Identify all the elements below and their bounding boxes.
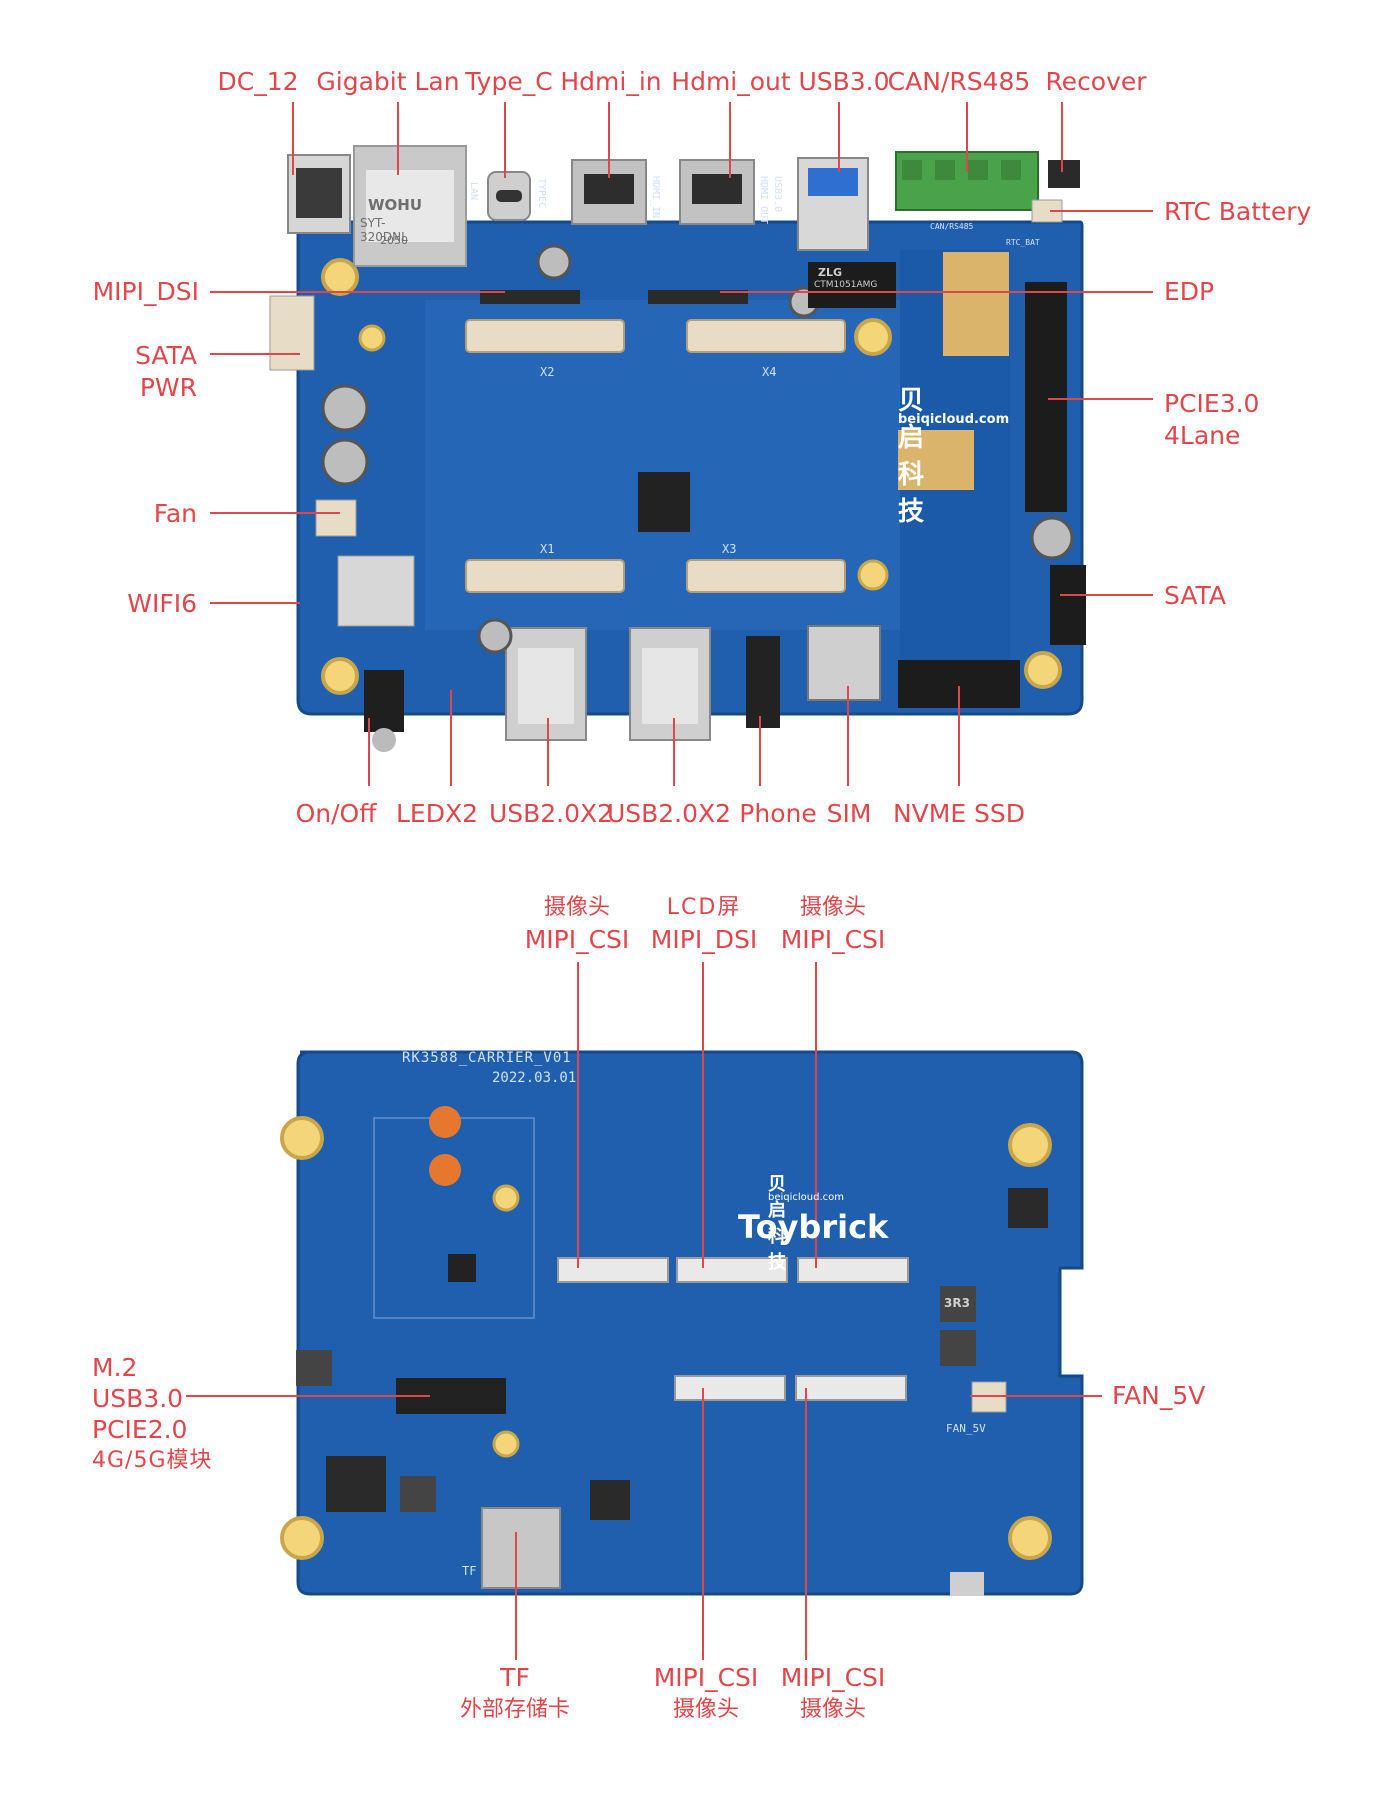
label-fan: Fan: [153, 499, 197, 528]
label-ledx2: LEDX2: [395, 799, 479, 828]
label-m2-pcie2: PCIE2.0: [92, 1415, 188, 1444]
lan-chip-brand: WOHU: [368, 196, 423, 214]
label-camera-1-cn: 摄像头: [543, 895, 611, 920]
conn-x3: X3: [722, 542, 737, 556]
top-board: [269, 145, 1086, 752]
top-brand-cn: 贝启科技: [898, 386, 925, 527]
label-lcd-cn: LCD屏: [666, 895, 742, 920]
label-camera-3-cn: 摄像头: [672, 1697, 740, 1722]
label-pcie3-2: 4Lane: [1164, 421, 1241, 450]
label-dc-12: DC_12: [217, 67, 299, 96]
label-edp: EDP: [1164, 277, 1215, 306]
mark-usb3: USB3.0: [772, 176, 783, 213]
label-camera-3-en: MIPI_CSI: [653, 1663, 759, 1692]
label-on-off: On/Off: [295, 799, 377, 828]
label-usb3: USB3.0: [798, 67, 890, 96]
label-gigabit-lan: Gigabit Lan: [316, 67, 460, 96]
label-tf-en: TF: [500, 1663, 530, 1692]
inductor-label: 3R3: [944, 1296, 970, 1310]
mark-lan: LAN: [468, 182, 479, 201]
tf-silk: TF: [462, 1564, 477, 1578]
label-camera-1-en: MIPI_CSI: [524, 925, 630, 954]
label-hdmi-in: Hdmi_in: [560, 67, 662, 96]
label-tf-cn: 外部存储卡: [459, 1697, 571, 1722]
mark-hdmi-out: HDMI_OUT: [758, 176, 769, 225]
bottom-board: [280, 1050, 1084, 1596]
fan-silk: FAN_5V: [946, 1422, 986, 1435]
label-sata: SATA: [1164, 581, 1226, 610]
conn-x4: X4: [762, 365, 777, 379]
label-mipi-dsi: MIPI_DSI: [92, 277, 199, 306]
label-camera-4-cn: 摄像头: [799, 1697, 867, 1722]
mark-typec: TYPEC: [536, 178, 547, 209]
label-sim: SIM: [826, 799, 872, 828]
mark-rtc: RTC_BAT: [1006, 238, 1040, 247]
label-sata-pwr-2: PWR: [139, 373, 197, 402]
lan-chip-model: SYT-320DNL: [360, 216, 408, 244]
label-camera-2-en: MIPI_CSI: [780, 925, 886, 954]
label-hdmi-out: Hdmi_out: [671, 67, 791, 96]
board-date: 2022.03.01: [492, 1070, 577, 1086]
label-pcie3-1: PCIE3.0: [1164, 389, 1260, 418]
label-camera-2-cn: 摄像头: [799, 895, 867, 920]
conn-x2: X2: [540, 365, 555, 379]
label-nvme-ssd: NVME SSD: [892, 799, 1026, 828]
label-type-c: Type_C: [465, 67, 553, 96]
label-m2-usb3: USB3.0: [92, 1384, 184, 1413]
label-usb2-1: USB2.0X2: [488, 799, 614, 828]
bottom-brand-url: beiqicloud.com: [768, 1192, 845, 1203]
label-m2: M.2: [92, 1353, 138, 1382]
toybrick-logo: Toybrick: [738, 1208, 889, 1246]
can-chip-brand: ZLG: [818, 266, 843, 279]
label-recover: Recover: [1045, 67, 1147, 96]
label-m2-module: 4G/5G模块: [92, 1448, 213, 1473]
label-camera-4-en: MIPI_CSI: [780, 1663, 886, 1692]
mark-can: CAN/RS485: [930, 222, 974, 231]
callout-lines: [186, 102, 1153, 1660]
conn-x1: X1: [540, 542, 555, 556]
mark-hdmi-in: HDMI_IN: [650, 176, 661, 219]
label-wifi6: WIFI6: [127, 589, 197, 618]
can-chip-model: CTM1051AMG: [814, 280, 878, 290]
label-rtc-battery: RTC Battery: [1164, 197, 1312, 226]
bottom-brand-cn: 贝启科技: [768, 1174, 786, 1273]
label-lcd-en: MIPI_DSI: [650, 925, 758, 954]
label-usb2-2: USB2.0X2: [606, 799, 732, 828]
board-name: RK3588_CARRIER_V01: [402, 1050, 572, 1066]
label-sata-pwr-1: SATA: [135, 341, 197, 370]
lan-chip-code: 2050: [380, 234, 408, 247]
label-phone: Phone: [739, 799, 817, 828]
label-fan-5v: FAN_5V: [1112, 1381, 1206, 1410]
label-can-rs485: CAN/RS485: [887, 67, 1031, 96]
top-brand-url: beiqicloud.com: [898, 412, 1010, 427]
